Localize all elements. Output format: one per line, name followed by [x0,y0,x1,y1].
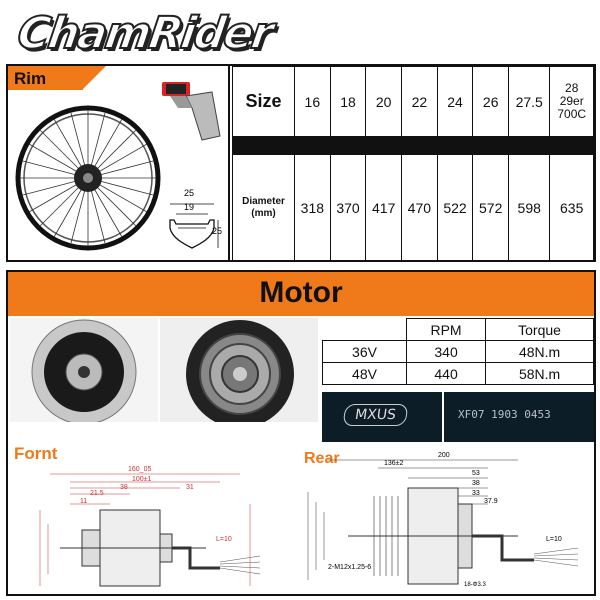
rear-dim-2: 136±2 [384,460,404,467]
logo-text: ChamRider [13,7,275,60]
motor-title: Motor [259,276,343,309]
size-last-line: 700C [557,107,587,121]
rim-label: Rim [14,69,47,88]
diameter-cell: 417 [365,154,403,261]
size-cell: 20 [365,66,403,137]
rear-dim-1: 200 [438,452,450,459]
diameter-cell: 470 [401,154,438,261]
front-hub-drawing: 160_05 100±1 38 31 21.5 11 L=10 [10,464,280,594]
diameter-cell: 522 [436,154,474,261]
diameter-cell: 572 [472,154,510,261]
rim-cross-section-image [162,82,221,141]
voltage-cell: 48V [322,362,407,385]
serial-label-photo: XF07 1903 0453 [444,392,594,442]
size-cell: 26 [472,66,510,137]
mxus-brand-label: MXUS [342,404,409,426]
front-drawing-title: Fornt [14,444,58,463]
rear-dim-4: 38 [472,480,480,487]
torque-cell: 48N.m [485,340,594,363]
torque-header: Torque [485,318,594,341]
wheel-image [15,105,161,251]
front-dim-4: 31 [186,484,194,491]
front-dim-3: 38 [120,484,128,491]
rim-dim-height: 25 [212,226,223,236]
rear-dim-8: 2-M12x1.25-6 [328,564,372,571]
rear-dim-7: L=10 [546,536,562,543]
front-dim-5: 21.5 [90,490,104,497]
rear-dim-3: 53 [472,470,480,477]
size-last-line: 28 [565,81,579,95]
torque-cell: 58N.m [485,362,594,385]
size-cell: 22 [401,66,438,137]
rim-profile-diagram [169,203,219,249]
rim-label-tail [82,66,106,90]
size-cell: 24 [436,66,474,137]
rear-hub-drawing: 200 136±2 53 38 33 37.9 L=10 2-M12x1.25-… [288,452,594,594]
size-cell: 16 [294,66,331,137]
size-header: Size [232,66,295,137]
rear-dim-6: 37.9 [484,498,498,505]
size-cell: 27.5 [508,66,551,137]
serial-text: XF07 1903 0453 [458,408,551,421]
diameter-header-line1: Diameter [242,195,285,207]
spec-corner-cell [322,318,407,341]
front-dim-1: 160_05 [128,466,152,473]
diameter-header-line2: (mm) [251,207,276,219]
brand-logo: ChamRider [10,6,275,62]
motor-spec-table: RPM Torque 36V 340 48N.m 48V 440 58N.m [322,318,594,385]
divider-row [232,136,594,155]
voltage-cell: 36V [322,340,407,363]
motor-rear-photo [160,318,318,422]
diameter-cell: 635 [549,154,594,261]
motor-section: Motor RPM Torque 36V 340 [6,270,596,596]
rim-panel: Rim [8,66,230,260]
rear-dim-5: 33 [472,490,480,497]
rpm-header: RPM [405,318,487,341]
rim-section: Rim [6,64,596,262]
size-last-line: 29er [559,94,584,108]
front-dim-7: L=10 [216,536,232,543]
front-dim-2: 100±1 [132,476,152,483]
mxus-label-photo: MXUS [322,392,442,442]
size-cell-last: 28 29er 700C [549,66,594,137]
rpm-cell: 340 [405,340,487,363]
diameter-header: Diameter (mm) [232,154,295,261]
motor-front-photo [10,318,158,422]
size-cell: 18 [329,66,367,137]
rpm-cell: 440 [405,362,487,385]
motor-header: Motor [8,272,594,316]
front-dim-6: 11 [80,498,88,505]
rear-drawing-title: Rear [304,450,340,467]
diameter-cell: 598 [508,154,551,261]
size-diameter-table: Size 16 18 20 22 24 26 27.5 28 29er 700C… [232,66,594,261]
diameter-cell: 370 [329,154,367,261]
rim-dim-top: 25 [184,188,195,198]
rear-dim-9: 18-Φ3.3 [464,582,486,588]
diameter-cell: 318 [294,154,331,261]
rim-label-background [8,66,83,90]
rim-dim-inner: 19 [184,202,195,212]
